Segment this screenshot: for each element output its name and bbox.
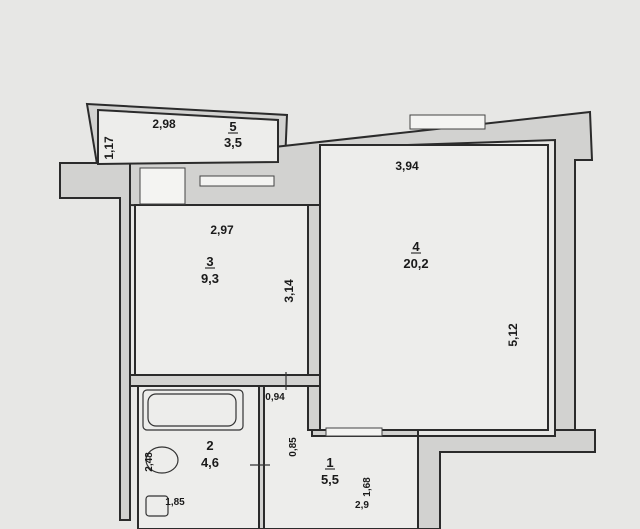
bathtub [142,389,244,431]
dim-balcony-depth: 1,17 [102,136,116,160]
dim-hall-width: 2,9 [355,500,369,511]
kitchen-window [139,167,186,205]
room-3-number: 3 [206,254,213,269]
dim-kitchen-width: 2,97 [210,223,234,237]
room-5-number: 5 [229,119,236,134]
dim-corridor-width: 0,94 [265,392,285,403]
room-1-area: 5,5 [321,472,339,487]
room-2-bathroom [137,385,261,529]
dim-bath-depth: 2,48 [144,452,155,472]
partition-wall [307,204,321,431]
sink [145,495,169,517]
dim-living-width: 3,94 [395,159,419,173]
kitchen-bottom-wall [129,374,321,387]
room-5-area: 3,5 [224,135,242,150]
room-1-number: 1 [326,455,333,470]
room-2-number: 2 [206,438,213,453]
dim-kitchen-length: 3,14 [282,279,296,303]
room-4-number: 4 [412,239,420,254]
bath-hall-wall [258,385,265,529]
toilet [145,446,179,474]
room-2-area: 4,6 [201,455,219,470]
room-4-living [319,144,549,431]
left-outer-wall [59,162,131,521]
room-5-balcony [97,108,279,166]
dim-corridor-segment: 0,85 [288,437,299,457]
dim-balcony-width: 2,98 [152,117,176,131]
room-3-area: 9,3 [201,271,219,286]
room-4-area: 20,2 [403,256,428,271]
dim-living-length: 5,12 [506,323,520,347]
corridor-opening [325,427,383,437]
dim-hall-depth: 1,68 [362,477,373,497]
room-3-kitchen [134,204,309,376]
dim-bath-width: 1,85 [165,497,185,508]
right-lower-wall [409,429,596,529]
bathtub-inner [147,393,237,427]
living-window [409,114,486,130]
kitchen-door-opening [199,175,275,187]
